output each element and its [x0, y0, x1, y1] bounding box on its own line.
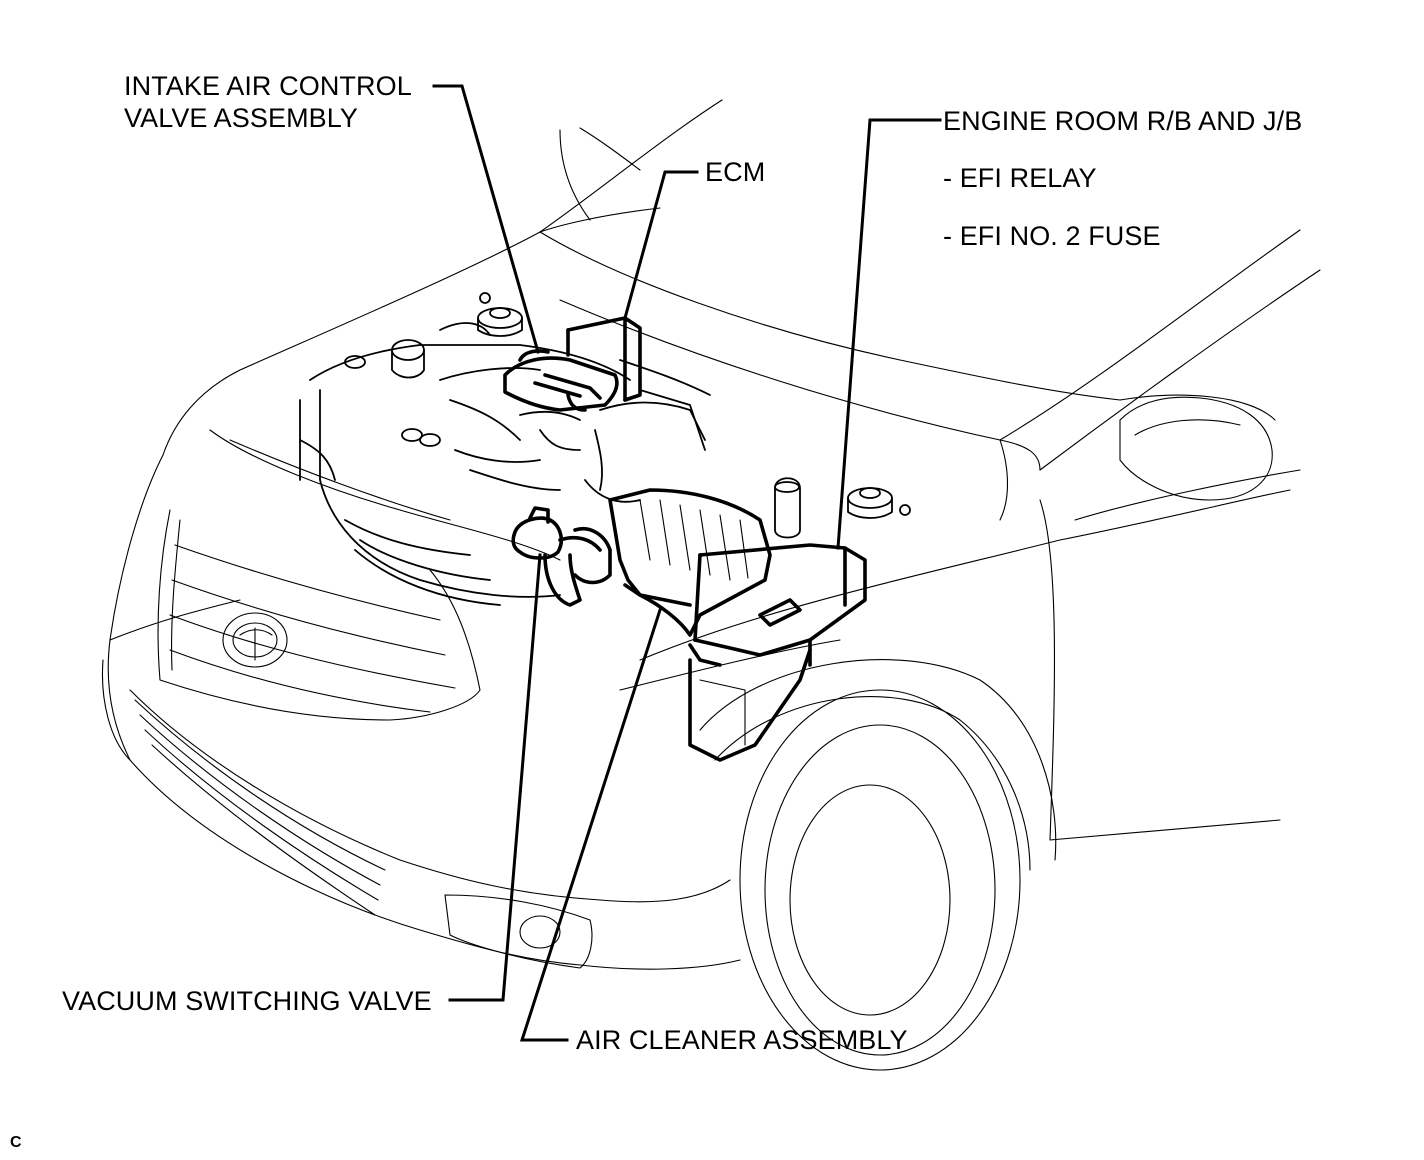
- label-intake-air-line2: VALVE ASSEMBLY: [124, 103, 359, 133]
- label-efi-relay: - EFI RELAY: [943, 163, 1097, 193]
- label-ecm: ECM: [705, 157, 766, 187]
- callout-leader-lines: [432, 84, 942, 1042]
- leader-engine-room: [836, 118, 942, 550]
- label-engine-room: ENGINE ROOM R/B AND J/B: [943, 106, 1303, 136]
- label-efi-fuse: - EFI NO. 2 FUSE: [943, 221, 1161, 251]
- engine-bay-details: [299, 292, 911, 606]
- corner-mark: C: [10, 1134, 22, 1151]
- leader-intake-air: [432, 84, 540, 354]
- label-intake-air-line1: INTAKE AIR CONTROL: [124, 71, 412, 101]
- leader-air-cleaner: [519, 608, 662, 1042]
- label-air-cleaner: AIR CLEANER ASSEMBLY: [576, 1025, 908, 1055]
- leader-ecm: [623, 170, 699, 320]
- label-vacuum-valve: VACUUM SWITCHING VALVE: [62, 986, 432, 1016]
- car-body-outline: [101, 99, 1321, 1071]
- leader-vacuum-valve: [448, 553, 542, 1002]
- highlighted-components: [503, 316, 867, 762]
